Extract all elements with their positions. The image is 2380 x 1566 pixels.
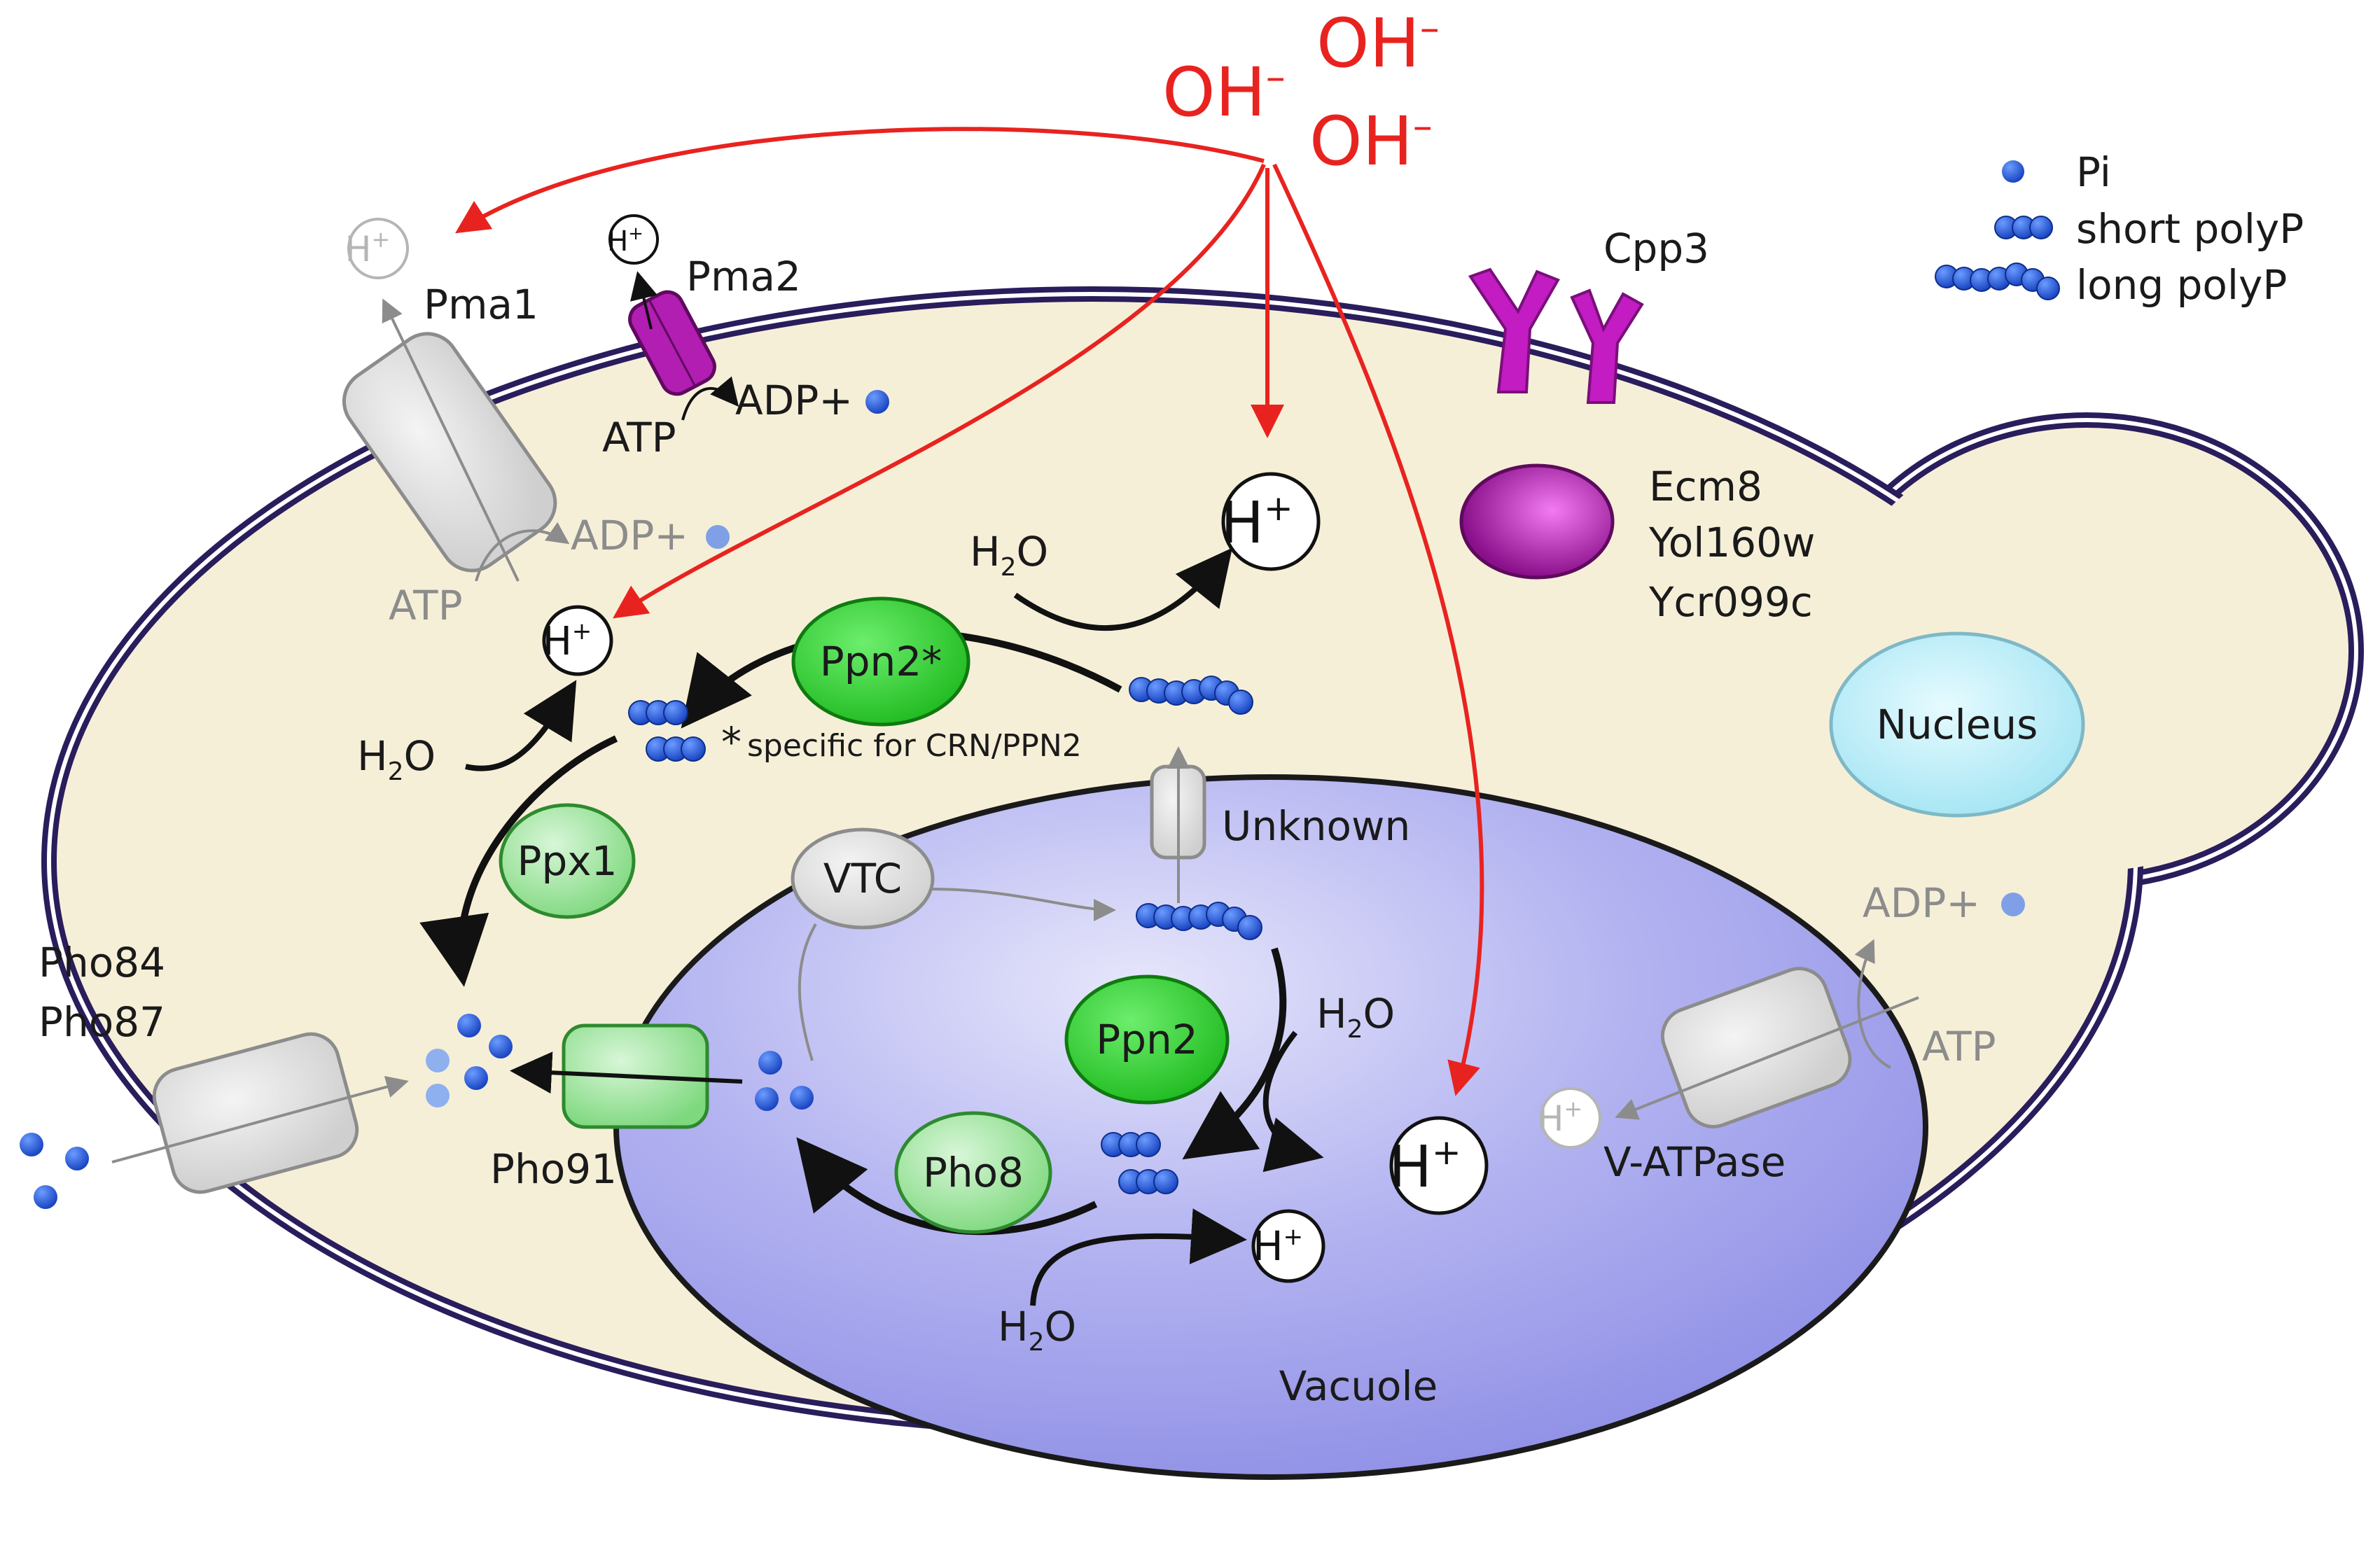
hydroxide-charge-2: – bbox=[1420, 6, 1440, 51]
pma2-pump: Pma2 ATP ADP+ H+ bbox=[602, 214, 889, 461]
ycr099c-label: Ycr099c bbox=[1648, 578, 1813, 626]
ppx1-h2o: H2O bbox=[357, 732, 436, 786]
hydroxide-ion-3: OH bbox=[1309, 102, 1413, 181]
cpp3-receptors: Cpp3 bbox=[1468, 225, 1709, 404]
pho84-label: Pho84 bbox=[39, 939, 165, 986]
svg-text:H+: H+ bbox=[543, 617, 592, 664]
unknown-transporter: Unknown bbox=[1150, 746, 1410, 903]
pma1-proton: H+ bbox=[345, 218, 409, 279]
red-arrow-to-cytosol-proton bbox=[613, 163, 1266, 619]
legend-long-polyp: long polyP bbox=[1935, 261, 2287, 309]
pho8-h2o: H2O bbox=[998, 1303, 1076, 1357]
ppn2-star-short-polyp bbox=[628, 700, 706, 762]
svg-text:H+: H+ bbox=[1389, 1132, 1461, 1201]
extracellular-pi bbox=[20, 1133, 89, 1209]
hydroxide-charge-1: – bbox=[1266, 55, 1286, 100]
v-atpase-proton: H+ bbox=[1538, 1087, 1601, 1149]
vacuole-proton-large: H+ bbox=[1389, 1116, 1489, 1215]
pma1-pi-dot bbox=[706, 525, 730, 549]
vtc-label: VTC bbox=[823, 855, 902, 902]
ppn2-h2o: H2O bbox=[1316, 990, 1395, 1044]
legend: Pi short polyP long polyP bbox=[1935, 148, 2304, 309]
legend-long-polyp-label: long polyP bbox=[2076, 261, 2287, 309]
ppn2-label: Ppn2 bbox=[1096, 1016, 1197, 1063]
legend-short-polyp: short polyP bbox=[1994, 205, 2304, 253]
hydroxide-charge-3: – bbox=[1413, 104, 1433, 149]
svg-text:H+: H+ bbox=[1220, 488, 1293, 557]
hydroxide-ion-1: OH bbox=[1162, 53, 1266, 132]
pma2-proton: H+ bbox=[607, 214, 659, 265]
cytosol-proton-small: H+ bbox=[542, 605, 613, 676]
vacuole-pi-pool bbox=[755, 1051, 814, 1111]
vacuole-long-polyp bbox=[1136, 902, 1262, 940]
v-atpase-pi-dot bbox=[2001, 893, 2025, 916]
pho91-label: Pho91 bbox=[490, 1145, 617, 1193]
red-arrow-to-vacuole-proton bbox=[1272, 163, 1484, 1096]
svg-text:H+: H+ bbox=[345, 226, 390, 270]
ppx1-reaction: H2O Ppx1 bbox=[357, 680, 636, 987]
ppn2-reaction: H2O Ppn2 bbox=[1064, 947, 1395, 1173]
svg-text:OH–: OH– bbox=[1162, 53, 1286, 132]
hydroxide-ion-2: OH bbox=[1316, 4, 1420, 83]
pma1-adp-label: ADP+ bbox=[571, 512, 688, 559]
svg-text:H+: H+ bbox=[607, 223, 643, 258]
vtc-complex: VTC bbox=[791, 827, 1116, 1061]
svg-text:OH–: OH– bbox=[1316, 4, 1440, 83]
yol160w-label: Yol160w bbox=[1648, 519, 1815, 566]
nucleus-label: Nucleus bbox=[1877, 701, 2038, 748]
pho87-label: Pho87 bbox=[39, 998, 165, 1046]
pma1-label: Pma1 bbox=[424, 281, 538, 328]
pma2-adp-label: ADP+ bbox=[735, 377, 853, 424]
hydroxide-ions: OH– OH– OH– bbox=[1162, 4, 1440, 181]
ppn2-star-note: *specific for CRN/PPN2 bbox=[721, 718, 1082, 766]
pma2-label: Pma2 bbox=[686, 253, 801, 300]
ppn2-star-long-polyp bbox=[1129, 676, 1253, 715]
vacuole-label: Vacuole bbox=[1279, 1362, 1438, 1410]
ecm8-complex: Ecm8 Yol160w Ycr099c bbox=[1459, 463, 1815, 626]
cytosol-proton-large: H+ bbox=[1220, 472, 1321, 571]
vacuole-proton-small: H+ bbox=[1251, 1209, 1325, 1283]
vacuole-short-polyp bbox=[1101, 1132, 1178, 1194]
v-atpase-adp-label: ADP+ bbox=[1863, 879, 1980, 927]
pho8-reaction: H2O Pho8 bbox=[796, 1111, 1247, 1357]
svg-text:H+: H+ bbox=[1253, 1222, 1303, 1270]
legend-short-polyp-label: short polyP bbox=[2076, 205, 2304, 253]
ppn2-star-label: Ppn2* bbox=[820, 638, 942, 685]
pma1-atp-label: ATP bbox=[389, 582, 463, 629]
ppn2-star-h2o: H2O bbox=[970, 528, 1048, 582]
hydroxide-arrows bbox=[454, 127, 1484, 1096]
ppx1-label: Ppx1 bbox=[517, 837, 617, 885]
pma2-atp-label: ATP bbox=[602, 414, 676, 461]
ppn2-star-reaction: H2O Ppn2* *specific for CRN/PPN2 bbox=[628, 528, 1253, 766]
pho8-label: Pho8 bbox=[923, 1149, 1024, 1196]
legend-pi: Pi bbox=[2002, 148, 2111, 196]
nucleus: Nucleus bbox=[1829, 631, 2085, 818]
v-atpase: V-ATPase ATP ADP+ H+ bbox=[1538, 879, 2025, 1186]
svg-text:H+: H+ bbox=[1538, 1096, 1582, 1139]
pho91-transporter: Pho91 bbox=[490, 1023, 743, 1193]
pma1-pump: Pma1 ATP ADP+ H+ bbox=[342, 218, 730, 629]
v-atpase-label: V-ATPase bbox=[1603, 1138, 1786, 1186]
red-arrow-to-outside-proton bbox=[454, 127, 1265, 234]
pma2-pi-dot bbox=[865, 390, 889, 414]
unknown-label: Unknown bbox=[1222, 802, 1410, 850]
ecm8-label: Ecm8 bbox=[1649, 463, 1762, 510]
legend-pi-label: Pi bbox=[2076, 148, 2111, 196]
svg-text:OH–: OH– bbox=[1309, 102, 1433, 181]
v-atpase-atp-label: ATP bbox=[1922, 1023, 1996, 1070]
cytosol-pi-pool bbox=[426, 1014, 513, 1107]
pho84-pho87-transporter: Pho84 Pho87 bbox=[20, 939, 409, 1209]
cpp3-label: Cpp3 bbox=[1603, 225, 1709, 272]
